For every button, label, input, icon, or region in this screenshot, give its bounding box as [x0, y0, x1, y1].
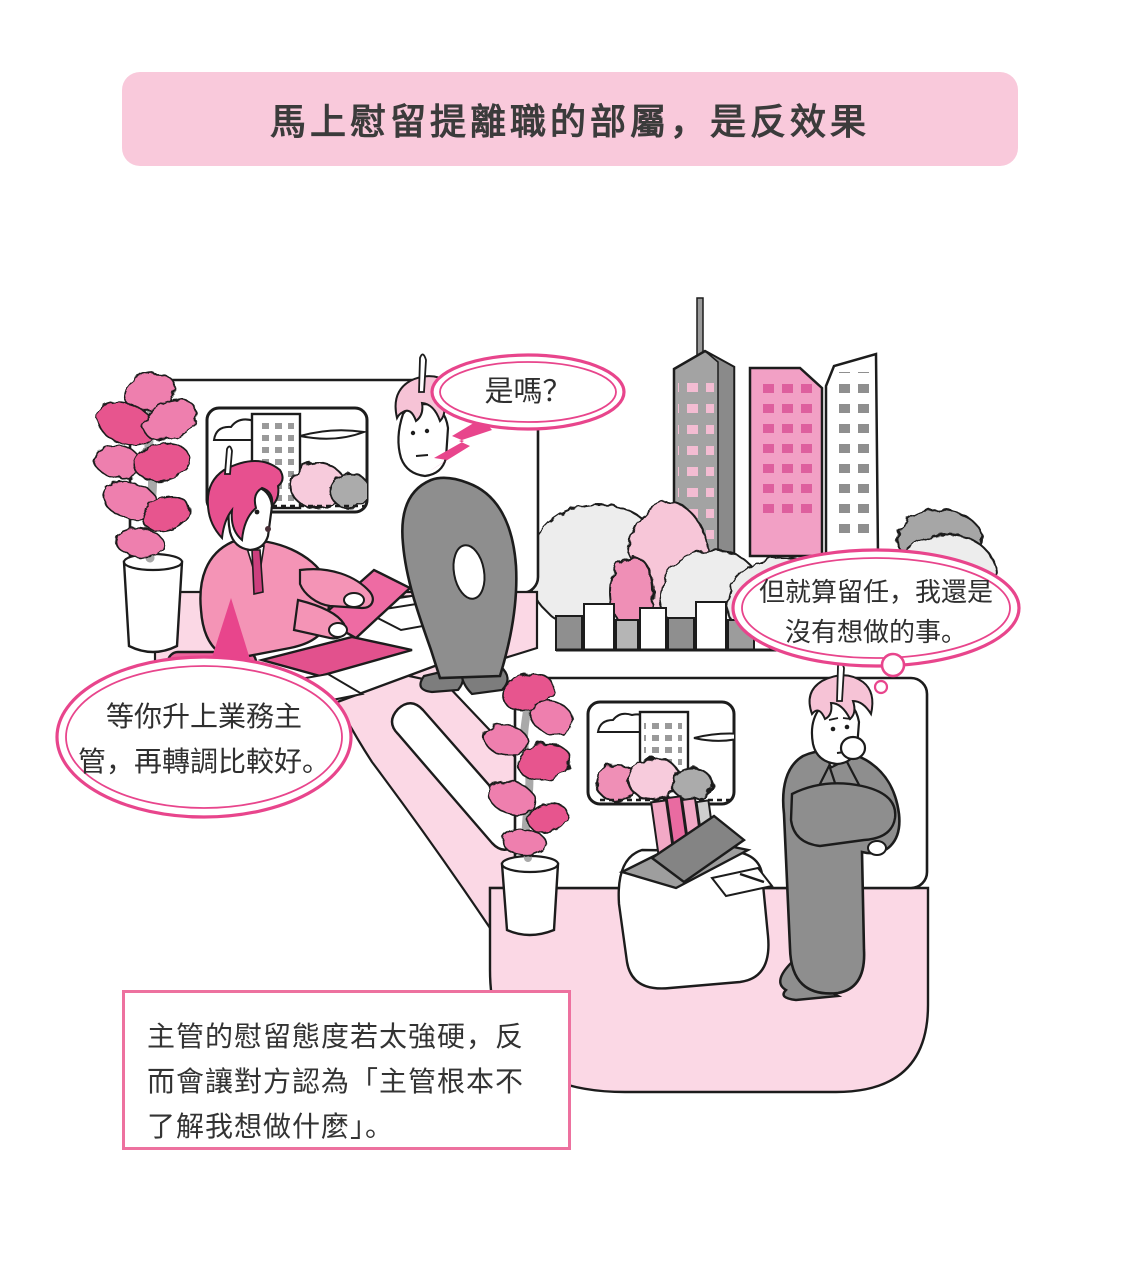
pink-tower-windows [756, 382, 812, 522]
plant-pot [122, 560, 184, 654]
page-title: 馬上慰留提離職的部屬，是反效果 [269, 101, 870, 142]
thinking-employee-figure [779, 661, 901, 1002]
thinker-ahoge [836, 661, 845, 702]
thinker-eye [830, 726, 836, 732]
paper [710, 866, 774, 898]
manager-ahoge [224, 445, 233, 475]
bubble-text-manager: 等你升上業務主 管，再轉調比較好。 [62, 695, 346, 785]
caption-box: 主管的慰留態度若太強硬，反而會讓對方認為「主管根本不了解我想做什麼」。 [122, 990, 571, 1150]
plant-left [93, 372, 198, 654]
manager-hair [206, 460, 284, 542]
bubble-tail [428, 418, 492, 472]
thinker-crossed-arms [789, 782, 897, 848]
employee-desk [617, 795, 774, 990]
pen [739, 872, 765, 884]
bubble-manager-line2: 管，再轉調比較好。 [77, 747, 330, 778]
thought-bubble [731, 548, 1021, 695]
bubble-tail [208, 598, 254, 672]
laptop-screen [649, 814, 747, 884]
caption-text: 主管的慰留態度若太強硬，反而會讓對方認為「主管根本不了解我想做什麼」。 [147, 1022, 525, 1143]
thought-dot [873, 679, 889, 695]
title-banner: 馬上慰留提離職的部屬，是反效果 [122, 72, 1018, 166]
bubble-thought-line1: 但就算留任，我還是 [758, 578, 993, 607]
employee-arm-gap [452, 544, 486, 600]
plant-leaves [93, 372, 198, 558]
plant-pot [500, 862, 560, 937]
manager-eye [254, 509, 260, 515]
employee-ahoge [418, 353, 427, 393]
speech-bubble-manager [55, 598, 353, 819]
window-right-view [595, 710, 734, 802]
manager-hand [343, 592, 365, 608]
plant-leaves [483, 672, 575, 856]
thought-dot [880, 652, 906, 678]
white-tower-windows [832, 372, 872, 540]
bubble-text-thought: 但就算留任，我還是 沒有想做的事。 [740, 573, 1012, 653]
bubble-reply-line: 是嗎？ [484, 376, 572, 408]
low-buildings [555, 601, 755, 651]
speech-bubble-reply [428, 353, 626, 472]
employee-eye [424, 428, 430, 434]
bubble-manager-line1: 等你升上業務主 [105, 702, 302, 733]
manager-mouth [265, 526, 271, 532]
manager-tie [251, 549, 264, 595]
bubble-text-reply: 是嗎？ [432, 372, 624, 412]
employee-eye [410, 430, 416, 436]
thinker-eye [844, 724, 850, 730]
bubble-thought-line2: 沒有想做的事。 [784, 618, 967, 647]
plant-center [483, 672, 575, 937]
thinker-hand [867, 840, 887, 856]
manager-hand [328, 622, 348, 638]
laptop-keyboard [257, 635, 413, 678]
employee-mouth [415, 454, 429, 457]
thinker-fist [839, 735, 867, 761]
